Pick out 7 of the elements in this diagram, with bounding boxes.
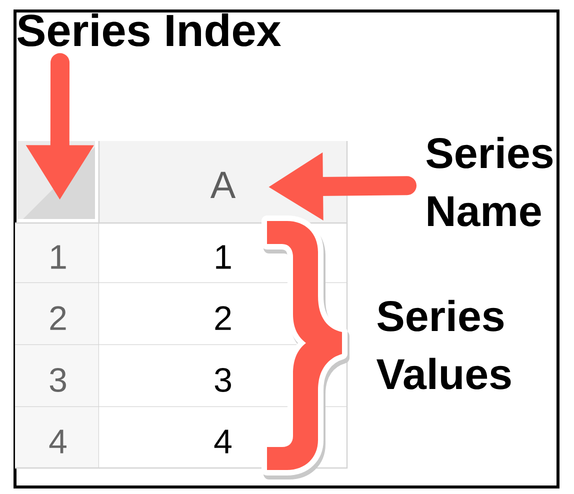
callout-text: Series Values: [376, 300, 511, 390]
row-header: 3: [15, 345, 100, 408]
row-header: 4: [15, 407, 100, 469]
callout-text: Series Index: [18, 13, 281, 46]
callout-text: Series Name: [426, 136, 553, 226]
row-header: 2: [15, 283, 100, 346]
row-header: 1: [15, 223, 100, 284]
